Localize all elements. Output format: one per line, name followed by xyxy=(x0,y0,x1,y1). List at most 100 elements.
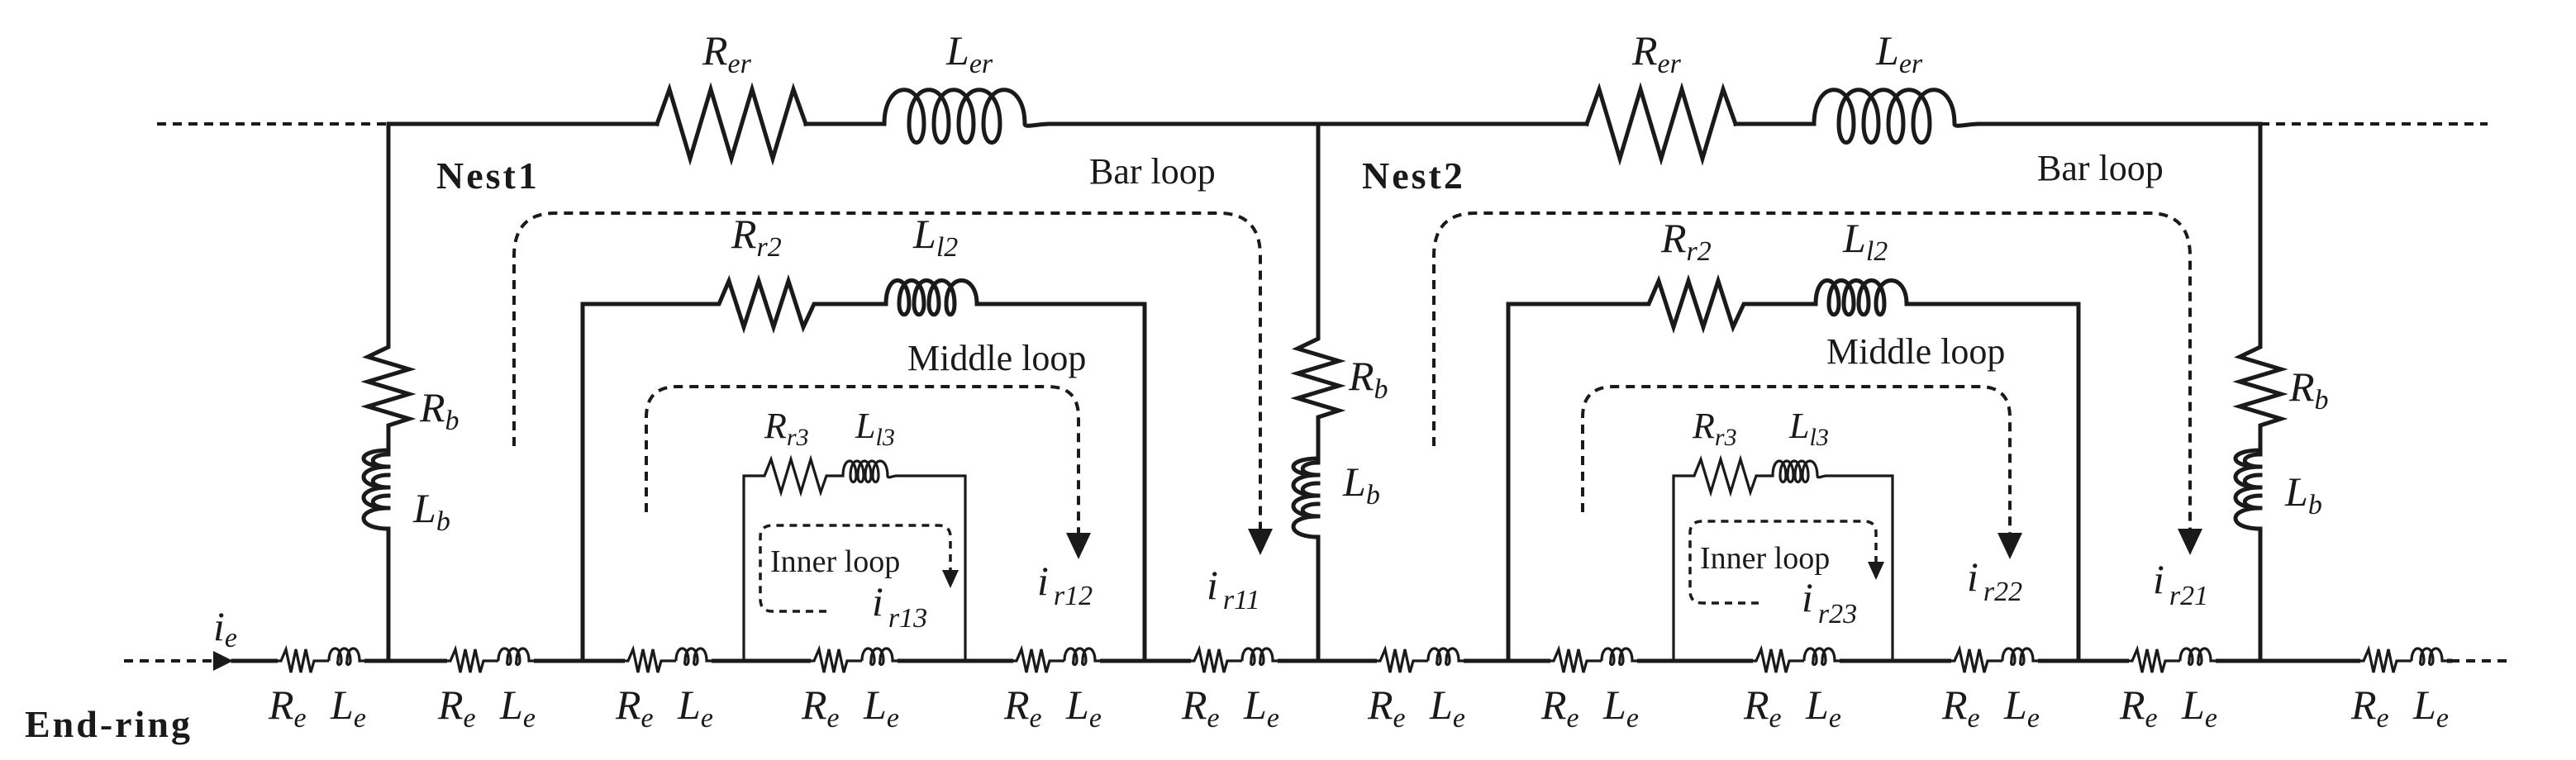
le-label: Le xyxy=(1805,682,1841,734)
le-label: Le xyxy=(330,682,366,734)
bar-resistor xyxy=(360,121,417,453)
le-inductor xyxy=(497,647,536,667)
ie-arrowhead xyxy=(213,651,233,671)
le-inductor xyxy=(860,647,899,667)
le-inductor xyxy=(2001,647,2040,667)
le-inductor xyxy=(2178,647,2217,667)
end-ring-label: End-ring xyxy=(25,703,193,745)
le-inductor xyxy=(1802,647,1841,667)
nest2-title: Nest2 xyxy=(1362,154,1465,197)
re-label: Re xyxy=(1941,682,1980,734)
re-label: Re xyxy=(1540,682,1579,734)
re-resistor xyxy=(447,644,498,673)
current-loops xyxy=(512,211,2202,613)
re-label: Re xyxy=(1367,682,1406,734)
re-label: Re xyxy=(1181,682,1220,734)
nest1-bar-loop-label: Bar loop xyxy=(1089,151,1216,192)
inner-loop-arrowhead xyxy=(1868,562,1884,580)
rr3-label: Rr3 xyxy=(1692,406,1737,451)
le-label: Le xyxy=(1243,682,1279,734)
re-resistor xyxy=(1191,644,1242,673)
re-label: Re xyxy=(615,682,654,734)
er-inductor xyxy=(882,88,1052,145)
le-label: Le xyxy=(1602,682,1639,734)
le-inductor xyxy=(327,647,366,667)
re-resistor xyxy=(811,644,862,673)
rb-label: Rb xyxy=(2288,363,2329,416)
re-resistor xyxy=(2360,644,2412,673)
end-ring-impedance-labels: Re Le Re Le Re Le Re Le Re Le Re Le Re Le Re Le Re Le Re Le… xyxy=(268,682,2449,734)
labels: Rer Ler Rer Ler Nest1 Nest2 Bar loop Bar… xyxy=(25,27,2449,745)
re-resistor xyxy=(1951,644,2002,673)
middle-loop-path xyxy=(645,385,1080,533)
rer-label: Rer xyxy=(1631,27,1682,79)
re-resistor xyxy=(278,644,329,673)
rr2-label: Rr2 xyxy=(1660,215,1712,267)
bar-branches xyxy=(360,121,2288,663)
ler-label: Ler xyxy=(1875,27,1923,79)
re-label: Re xyxy=(1003,682,1042,734)
le-inductor xyxy=(1600,647,1639,667)
le-label: Le xyxy=(2003,682,2040,734)
le-label: Le xyxy=(2412,682,2449,734)
middle-loop-wire xyxy=(1506,273,2081,663)
bar-inductor xyxy=(1291,456,1321,663)
bar-resistor xyxy=(2232,121,2288,453)
ler-label: Ler xyxy=(945,27,993,79)
inner-loop-path xyxy=(759,524,952,613)
le-inductor xyxy=(1063,647,1102,667)
nest2-middle-loop-label: Middle loop xyxy=(1826,331,2005,372)
er-resistor xyxy=(654,82,809,166)
re-label: Re xyxy=(801,682,840,734)
bar-loop-arrowhead xyxy=(1248,529,1273,555)
middle-loop-arrowhead xyxy=(1997,533,2022,559)
le-label: Le xyxy=(863,682,899,734)
bar-inductor xyxy=(361,448,391,663)
er-inductor xyxy=(1812,88,1982,145)
end-ring-impedances xyxy=(278,644,2449,673)
bar-inductor xyxy=(2233,448,2263,663)
le-label: Le xyxy=(2181,682,2217,734)
nest1-inner-structures xyxy=(580,273,1147,663)
middle-loop-wire xyxy=(580,273,1147,663)
nest1-title: Nest1 xyxy=(436,154,540,197)
le-label: Le xyxy=(1065,682,1102,734)
rer-label: Rer xyxy=(702,27,752,79)
bar-resistor xyxy=(1290,121,1346,461)
rb-label: Rb xyxy=(1348,353,1388,405)
rb-label: Rb xyxy=(419,384,459,436)
lb-label: Lb xyxy=(1342,458,1380,511)
ll3-label: Ll3 xyxy=(855,406,895,451)
rr2-label: Rr2 xyxy=(731,211,782,263)
re-resistor xyxy=(625,644,676,673)
re-label: Re xyxy=(2119,682,2158,734)
re-resistor xyxy=(1013,644,1064,673)
re-label: Re xyxy=(2350,682,2389,734)
re-label: Re xyxy=(1743,682,1782,734)
le-label: Le xyxy=(499,682,536,734)
inner-loop-wire xyxy=(742,454,967,661)
bar-loop-path xyxy=(1432,211,2192,529)
inner-loop-arrowhead xyxy=(942,570,959,588)
le-inductor xyxy=(1240,647,1279,667)
middle-loop-arrowhead xyxy=(1066,533,1091,559)
ll2-label: Ll2 xyxy=(1842,215,1888,267)
nest1-middle-loop-label: Middle loop xyxy=(907,338,1086,378)
le-inductor xyxy=(674,647,713,667)
le-inductor xyxy=(1426,647,1465,667)
nest2-inner-structures xyxy=(1506,273,2081,663)
ie-label: ie xyxy=(213,603,237,653)
re-resistor xyxy=(2129,644,2180,673)
bar-loop-path xyxy=(512,211,1262,529)
re-resistor xyxy=(1550,644,1602,673)
nest1-inner-loop-label: Inner loop xyxy=(770,544,900,579)
le-inductor xyxy=(2410,647,2449,667)
er-resistor xyxy=(1583,82,1739,166)
le-label: Le xyxy=(1429,682,1465,734)
